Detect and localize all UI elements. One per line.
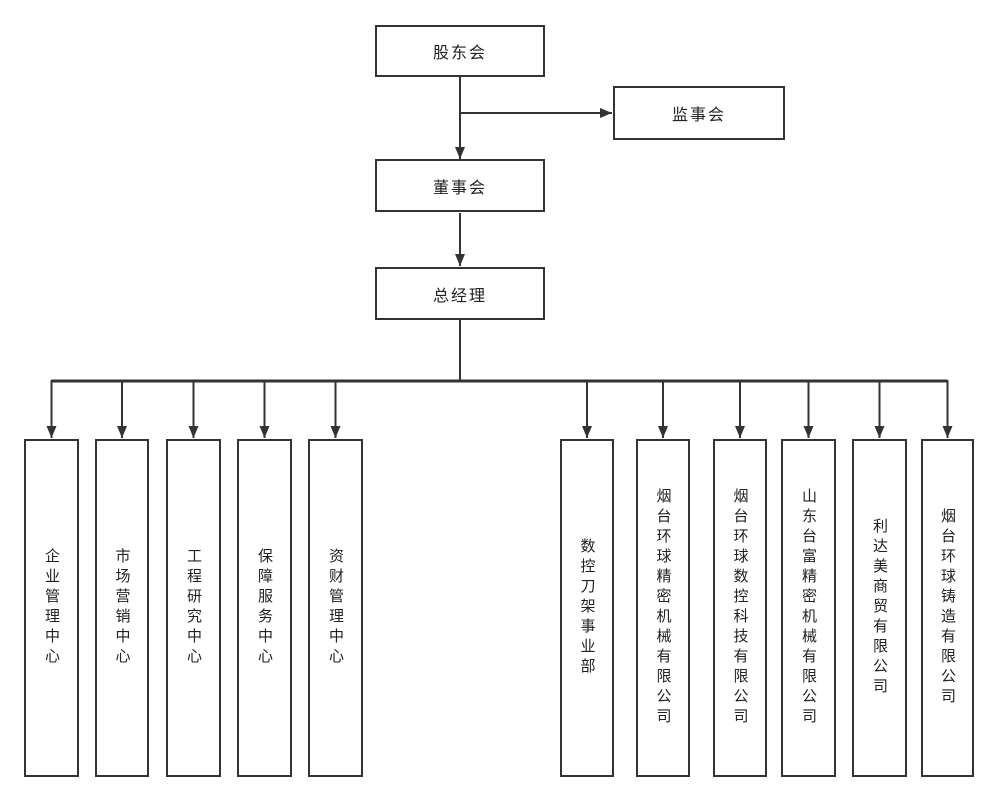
node-label: 工程研究中心 (185, 548, 203, 668)
node-supervisory-board: 监事会 (613, 86, 785, 140)
node-label: 保障服务中心 (256, 548, 274, 668)
node-label: 股东会 (432, 43, 487, 62)
node-company-lidamei-trading: 利达美商贸有限公司 (852, 439, 907, 777)
node-dept-cnc-turret-division: 数控刀架事业部 (560, 439, 614, 777)
node-label: 董事会 (432, 177, 487, 197)
node-label: 山东台富精密机械有限公司 (800, 488, 818, 728)
node-label: 烟台环球精密机械有限公司 (654, 488, 673, 728)
node-label: 企业管理中心 (43, 548, 61, 668)
node-dept-marketing: 市场营销中心 (95, 439, 149, 777)
node-company-shandong-taifu-precision-machinery: 山东台富精密机械有限公司 (781, 439, 836, 777)
node-general-manager: 总经理 (375, 267, 545, 320)
node-label: 数控刀架事业部 (578, 538, 597, 678)
node-company-yantai-global-cnc-technology: 烟台环球数控科技有限公司 (713, 439, 767, 777)
node-dept-support-service: 保障服务中心 (237, 439, 292, 777)
node-label: 资财管理中心 (327, 548, 345, 668)
node-label: 总经理 (432, 285, 487, 305)
node-company-yantai-global-casting: 烟台环球铸造有限公司 (921, 439, 974, 777)
node-board-of-directors: 董事会 (375, 159, 545, 212)
node-shareholders-meeting: 股东会 (375, 25, 545, 77)
node-company-yantai-global-precision-machinery: 烟台环球精密机械有限公司 (636, 439, 690, 777)
node-label: 监事会 (671, 105, 726, 124)
node-label: 烟台环球铸造有限公司 (939, 508, 957, 708)
node-label: 利达美商贸有限公司 (871, 518, 889, 698)
node-dept-enterprise-management: 企业管理中心 (24, 439, 79, 777)
node-dept-asset-management: 资财管理中心 (308, 439, 363, 777)
node-label: 市场营销中心 (113, 548, 132, 668)
node-dept-engineering-research: 工程研究中心 (166, 439, 221, 777)
node-label: 烟台环球数控科技有限公司 (731, 488, 750, 728)
